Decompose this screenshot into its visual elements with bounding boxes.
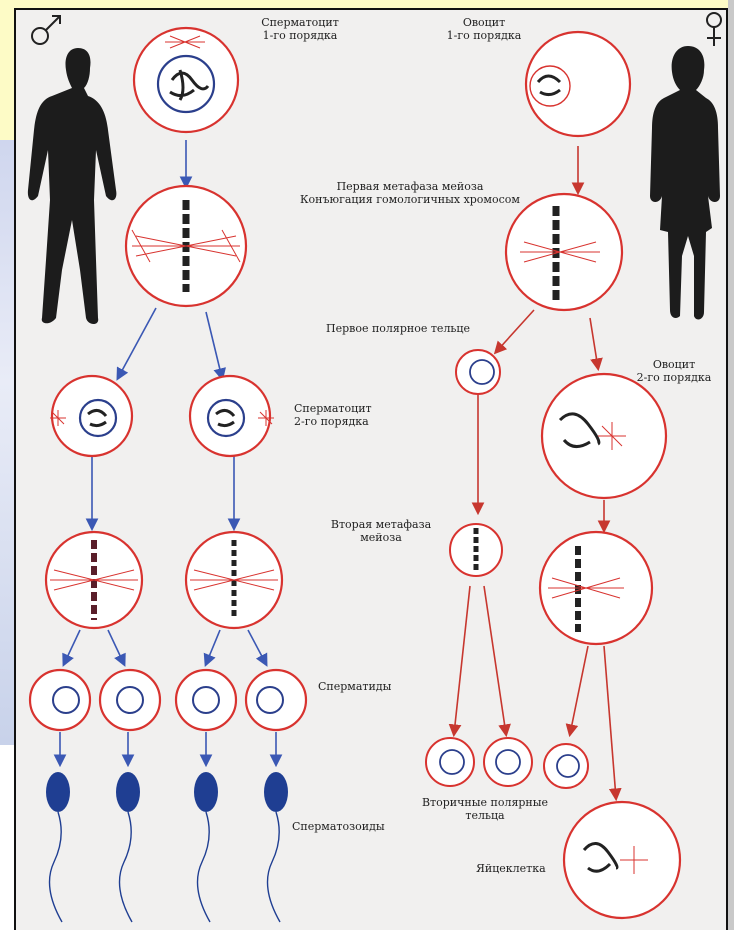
label-metaphase-2: Вторая метафаза мейоза (326, 518, 436, 544)
egg-cell (564, 802, 680, 918)
label-oocyte-2: Овоцит 2-го порядка (624, 358, 724, 384)
label-secondary-polar-bodies: Вторичные полярные тельца (420, 796, 550, 822)
label-line: Овоцит (624, 358, 724, 371)
male-symbol-icon (32, 16, 60, 44)
metaphase-2-male-left-cell (46, 532, 142, 628)
label-line: тельца (420, 809, 550, 822)
label-spermatids: Сперматиды (318, 680, 391, 693)
metaphase-1-female-cell (506, 194, 622, 310)
label-spermatocyte-2: Сперматоцит 2-го порядка (294, 402, 372, 428)
label-metaphase-1: Первая метафаза мейоза Конъюгация гомоло… (280, 180, 540, 206)
spermatocyte-2-left-cell (50, 376, 132, 456)
label-polar-body-1: Первое полярное тельце (326, 322, 470, 335)
secondary-polar-body-cells (426, 738, 588, 788)
label-line: Овоцит (424, 16, 544, 29)
label-line: Первая метафаза мейоза (280, 180, 540, 193)
metaphase-2-polar-cell (450, 524, 502, 576)
metaphase-1-male-cell (126, 186, 246, 306)
label-line: 2-го порядка (294, 415, 372, 428)
oocyte-1-cell (526, 32, 630, 136)
label-line: Сперматоцит (294, 402, 372, 415)
spermatid-cells (30, 670, 306, 730)
label-line: Сперматоцит (240, 16, 360, 29)
spermatocyte-1-cell (134, 28, 238, 132)
label-line: 1-го порядка (424, 29, 544, 42)
male-silhouette-icon (28, 48, 117, 324)
female-symbol-icon (707, 13, 721, 46)
oocyte-2-cell (542, 374, 666, 498)
label-oocyte-1: Овоцит 1-го порядка (424, 16, 544, 42)
label-line: Вторичные полярные (420, 796, 550, 809)
metaphase-2-male-right-cell (186, 532, 282, 628)
label-line: мейоза (326, 531, 436, 544)
spermatozoa-icons (46, 772, 288, 922)
label-spermatocyte-1: Сперматоцит 1-го порядка (240, 16, 360, 42)
label-line: 2-го порядка (624, 371, 724, 384)
label-spermatozoa: Сперматозоиды (292, 820, 385, 833)
spermatocyte-2-right-cell (190, 376, 274, 456)
female-silhouette-icon (650, 46, 720, 319)
polar-body-1-cell (456, 350, 500, 394)
label-line: Вторая метафаза (326, 518, 436, 531)
label-line: Конъюгация гомологичных хромосом (280, 193, 540, 206)
label-line: 1-го порядка (240, 29, 360, 42)
metaphase-2-female-cell (540, 532, 652, 644)
label-egg: Яйцеклетка (476, 862, 546, 875)
